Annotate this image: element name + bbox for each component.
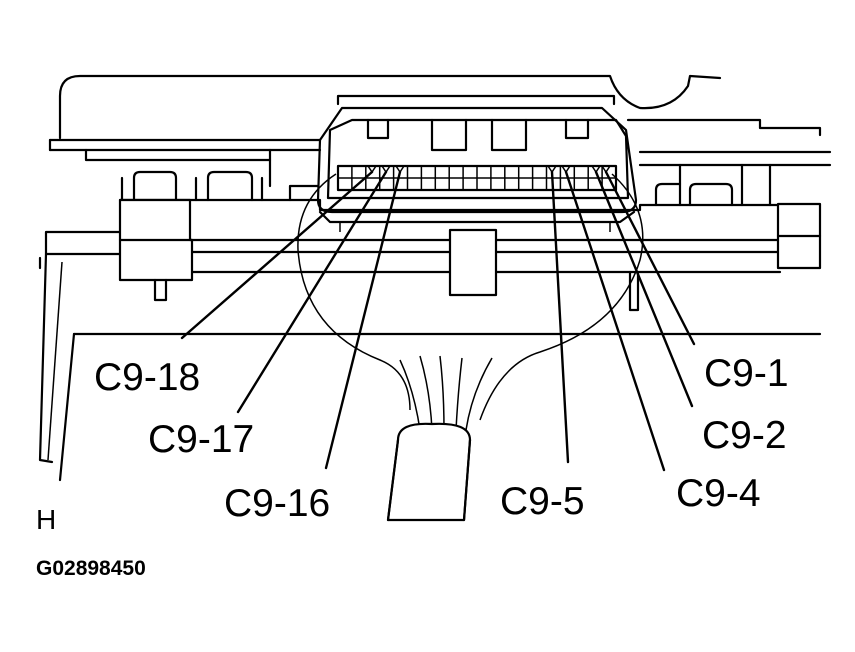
ecu-housing: [48, 74, 832, 188]
pin-cavities: [351, 166, 603, 190]
label-c9-5: C9-5: [500, 480, 585, 523]
leader-c9-2: [594, 170, 694, 408]
leader-c9-5: [550, 170, 570, 464]
leader-c9-16: [324, 170, 402, 470]
leader-c9-4: [564, 170, 666, 472]
figure-id: G02898450: [36, 557, 146, 580]
label-c9-18: C9-18: [94, 356, 201, 399]
right-mounting-bosses: [654, 163, 772, 207]
label-c9-1: C9-1: [704, 352, 789, 395]
leader-c9-17: [236, 170, 388, 414]
mounting-rail: [44, 198, 822, 312]
leader-lines: [180, 165, 696, 472]
label-c9-4: C9-4: [676, 472, 761, 515]
label-c9-16: C9-16: [224, 482, 331, 525]
connector-body: [316, 94, 638, 232]
wire-harness: [297, 173, 644, 522]
leader-c9-1: [604, 170, 696, 346]
section-letter: H: [36, 504, 57, 535]
left-mounting-bosses: [120, 170, 320, 202]
label-c9-17: C9-17: [148, 418, 255, 461]
label-c9-2: C9-2: [702, 414, 787, 457]
leader-c9-18: [180, 170, 374, 340]
lower-housing: [38, 252, 822, 482]
